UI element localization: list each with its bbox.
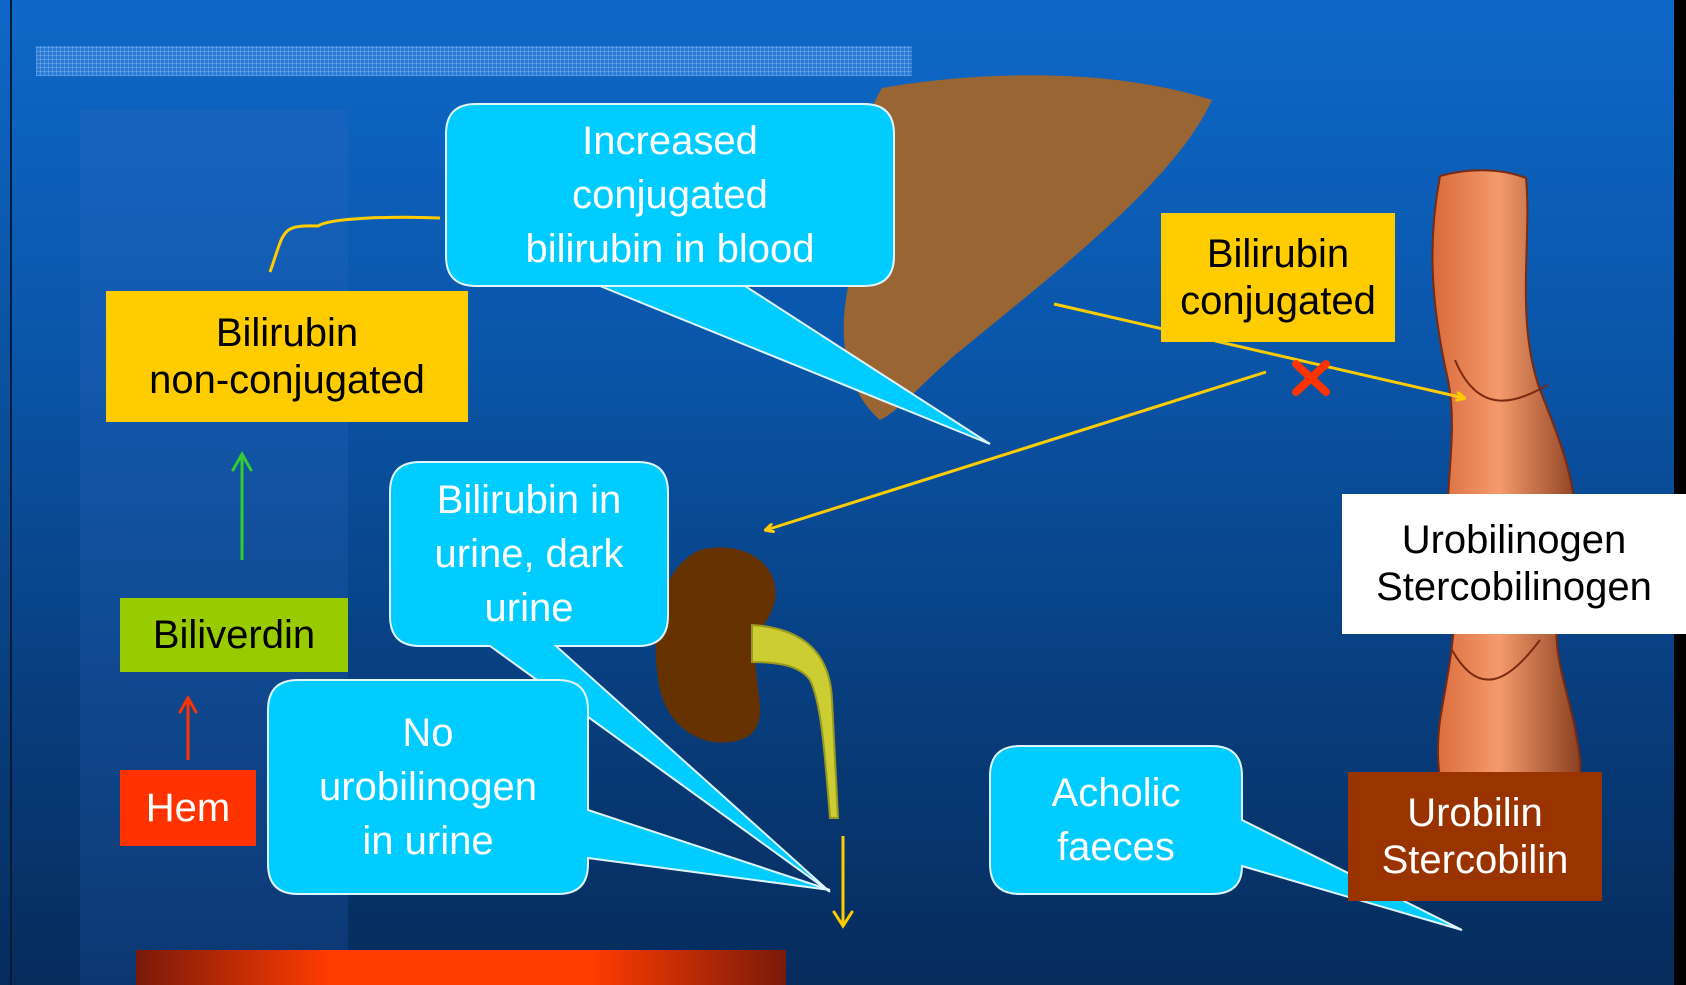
hem-label: Hem xyxy=(120,770,256,846)
arrow-blood-loop xyxy=(270,217,440,272)
urobilinogen-stercobilinogen-label: Urobilinogen Stercobilinogen xyxy=(1342,494,1686,634)
arrow-conjugated-to-kidney xyxy=(766,372,1266,530)
callout-acholic-faeces: Acholic faeces xyxy=(990,746,1242,894)
liver-shape xyxy=(844,75,1212,420)
cross-mark-icon xyxy=(1296,364,1326,392)
callout-increased-conjugated: Increased conjugated bilirubin in blood xyxy=(446,104,894,286)
bilirubin-nonconjugated-label: Bilirubin non-conjugated xyxy=(106,291,468,422)
urobilin-stercobilin-label: Urobilin Stercobilin xyxy=(1348,772,1602,901)
ureter-shape xyxy=(752,625,838,818)
callout-bilirubin-in-urine: Bilirubin in urine, dark urine xyxy=(390,462,668,646)
biliverdin-label: Biliverdin xyxy=(120,598,348,672)
callout-no-urobilinogen: No urobilinogen in urine xyxy=(268,680,588,894)
bilirubin-conjugated-label: Bilirubin conjugated xyxy=(1161,213,1395,342)
